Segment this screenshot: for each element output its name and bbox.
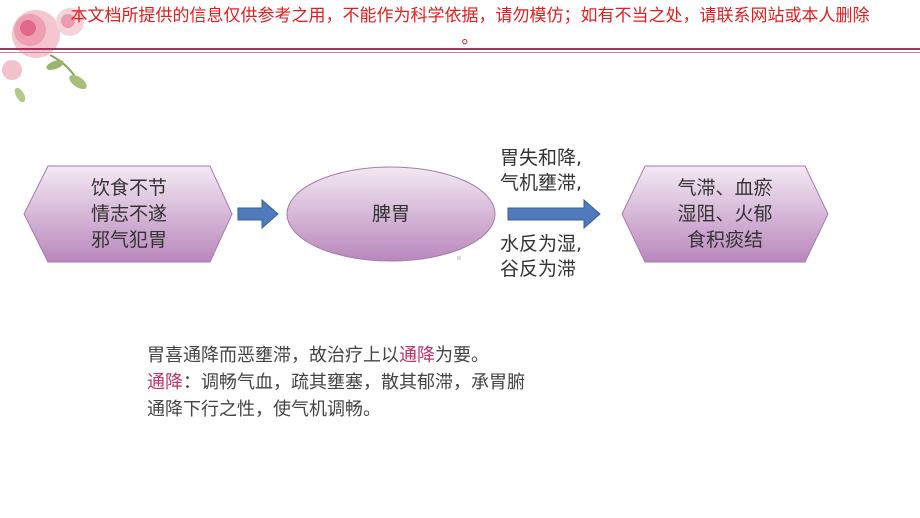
arrow-right-icon	[507, 198, 601, 230]
para-line-1-end: 为要。	[435, 345, 489, 366]
disclaimer-line-1: 本文档所提供的信息仅供参考之用，不能作为科学依据，请勿模仿；如有不当之处，请联系…	[70, 6, 870, 26]
cause-diet: 饮食不节	[90, 177, 167, 199]
cause-emotion: 情志不遂	[90, 203, 167, 225]
result-line-2: 湿阻、火郁	[677, 203, 773, 225]
para-line-3: 通降下行之性，使气机调畅。	[147, 399, 381, 420]
header-rule	[0, 48, 920, 50]
highlight-tongjiang-term: 通降	[147, 372, 183, 393]
results-hexagon	[621, 165, 829, 263]
peony-decoration-image	[2, 8, 87, 103]
upper-note-line-1: 胃失和降,	[500, 147, 583, 169]
para-line-2: 通降：调畅气血，疏其壅塞，散其郁滞，承胃腑	[147, 369, 525, 396]
spleen-stomach-ellipse	[286, 166, 496, 262]
upper-note-line-2: 气机壅滞,	[500, 172, 583, 194]
causes-hexagon	[23, 165, 233, 263]
stray-dot	[457, 256, 461, 260]
para-line-1: 胃喜通降而恶壅滞，故治疗上以通降为要。	[147, 342, 525, 369]
result-line-3: 食积痰结	[686, 229, 763, 251]
causes-text: 饮食不节 情志不遂 邪气犯胃	[48, 175, 210, 253]
para-line-2-text: ：调畅气血，疏其壅塞，散其郁滞，承胃腑	[183, 372, 525, 393]
lower-note: 水反为湿, 谷反为滞	[500, 232, 582, 282]
highlight-tongjiang: 通降	[399, 345, 435, 366]
result-line-1: 气滞、血瘀	[677, 177, 773, 199]
cause-pathogen: 邪气犯胃	[90, 229, 167, 251]
results-text: 气滞、血瘀 湿阻、火郁 食积痰结	[645, 175, 805, 253]
disclaimer-line-2: 。	[461, 28, 479, 48]
header-rule-thin	[0, 52, 920, 53]
upper-note: 胃失和降, 气机壅滞,	[500, 146, 582, 196]
lower-note-line-1: 水反为湿,	[500, 233, 583, 255]
para-line-1-text: 胃喜通降而恶壅滞，故治疗上以	[147, 345, 399, 366]
arrow-right-icon	[237, 198, 279, 230]
lower-note-line-2: 谷反为滞	[500, 258, 577, 280]
center-label: 脾胃	[371, 203, 410, 225]
explanation-paragraph: 胃喜通降而恶壅滞，故治疗上以通降为要。 通降：调畅气血，疏其壅塞，散其郁滞，承胃…	[147, 342, 525, 423]
disclaimer-text: 本文档所提供的信息仅供参考之用，不能作为科学依据，请勿模仿；如有不当之处，请联系…	[35, 5, 905, 49]
